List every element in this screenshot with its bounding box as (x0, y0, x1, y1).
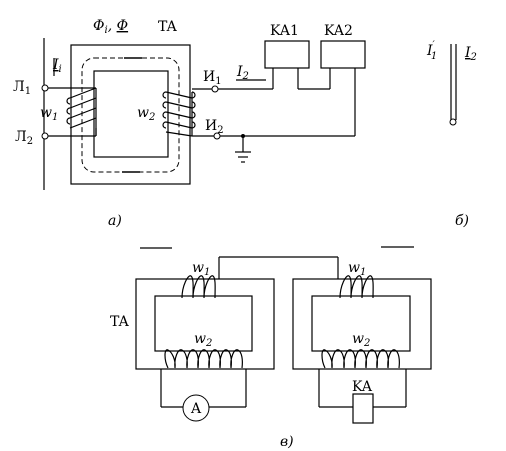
right-secondary-winding (321, 349, 400, 369)
w1-label: w1 (40, 105, 58, 123)
panel-b: I′1 I2 б) (426, 40, 477, 229)
terminal-i1-label: И1 (203, 69, 222, 87)
terminal-l1 (41, 84, 49, 92)
winding-w1 (66, 87, 97, 136)
vector-origin (449, 118, 457, 126)
caption-b: б) (455, 213, 469, 229)
ka-label: KA (352, 379, 373, 395)
ammeter-label: A (190, 401, 202, 417)
terminal-l2-label: Л2 (15, 129, 33, 147)
relay-ka (352, 393, 374, 424)
current-2-label: I2 (236, 64, 249, 82)
right-core-window (311, 295, 411, 352)
relay-ka1 (264, 40, 310, 69)
terminal-i2-label: И2 (205, 118, 224, 136)
w2-label: w2 (137, 105, 155, 123)
ground-symbol (235, 136, 251, 163)
panel-a: Φi, Φ TA Ii Л1 Л2 w1 w2 И1 И2 I2 KA1 KA2… (13, 18, 366, 229)
ammeter (182, 394, 210, 422)
left-core-outer (135, 278, 275, 370)
relay-ka2 (320, 40, 366, 69)
winding-w2 (162, 91, 196, 137)
panel-c: A TA w1 w2 w1 w2 KA в) (110, 246, 432, 450)
right-core-outer (292, 278, 432, 370)
current-i-label: Ii (52, 57, 62, 75)
w2-right-label: w2 (352, 331, 370, 349)
terminal-l2 (41, 132, 49, 140)
right-primary-winding (339, 275, 374, 299)
flux-label: Φi, Φ (93, 18, 128, 36)
caption-a: а) (108, 213, 122, 229)
w1-right-label: w1 (348, 260, 366, 278)
w1-left-label: w1 (192, 260, 210, 278)
left-secondary-winding (164, 349, 243, 369)
i1-prime-label: I′1 (426, 40, 437, 62)
ta-label: TA (158, 19, 178, 35)
ka2-label: KA2 (324, 23, 353, 39)
terminal-l1-label: Л1 (13, 79, 31, 97)
core-window (93, 70, 169, 158)
w2-left-label: w2 (194, 331, 212, 349)
ka1-label: KA1 (270, 23, 299, 39)
ta-label-c: TA (110, 314, 130, 330)
core-outer (70, 44, 191, 185)
caption-c: в) (280, 434, 294, 450)
i2-label: I2 (464, 45, 477, 63)
left-primary-winding (181, 275, 216, 299)
